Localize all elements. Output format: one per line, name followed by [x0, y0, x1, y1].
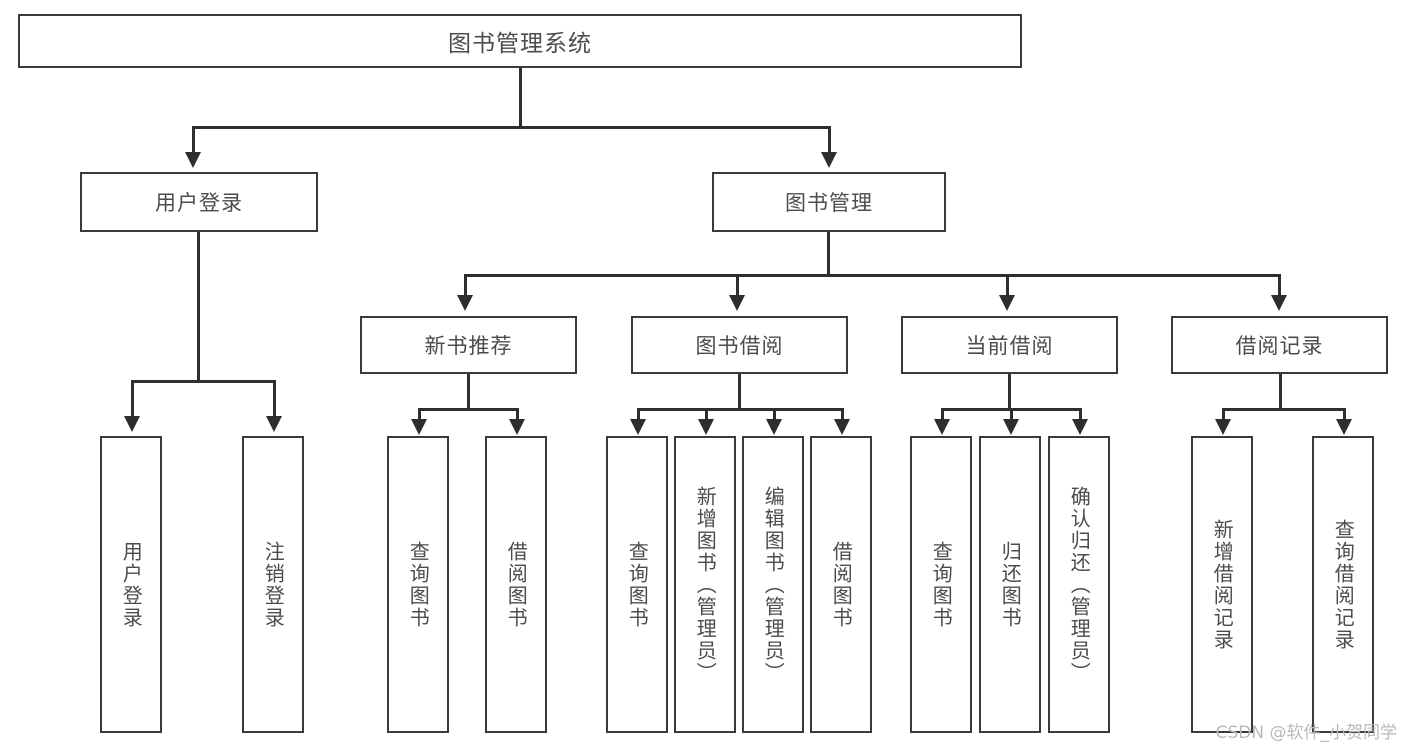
connector-to-current-borrow — [1006, 274, 1009, 298]
arrow-to-new-book-recommend — [457, 295, 473, 311]
connector-to-book-borrow — [736, 274, 739, 298]
arrow-to-leaf-return-book — [1003, 419, 1019, 435]
arrow-to-leaf-query-book-1 — [411, 419, 427, 435]
connector-borrow-record-stem — [1279, 374, 1282, 408]
node-leaf-add-book[interactable]: 新增图书（管理员） — [674, 436, 736, 733]
arrow-to-leaf-user-login — [124, 416, 140, 432]
connector-br-drop-1 — [1222, 408, 1225, 422]
connector-bb-drop-1 — [637, 408, 640, 422]
node-leaf-query-borrow-record[interactable]: 查询借阅记录 — [1312, 436, 1374, 733]
node-leaf-add-borrow-record[interactable]: 新增借阅记录 — [1191, 436, 1253, 733]
node-leaf-query-book-new-recommend[interactable]: 查询图书 — [387, 436, 449, 733]
connector-user-login-right-drop — [273, 380, 276, 420]
connector-bb-drop-4 — [841, 408, 844, 422]
node-label: 图书管理 — [785, 191, 873, 215]
node-label: 新增借阅记录 — [1210, 518, 1235, 651]
connector-nbr-drop-2 — [516, 408, 519, 422]
connector-new-book-recommend-bus — [418, 408, 519, 411]
arrow-to-leaf-add-book — [698, 419, 714, 435]
node-label: 用户登录 — [155, 191, 243, 215]
arrow-to-leaf-query-record — [1336, 419, 1352, 435]
connector-borrow-record-bus — [1222, 408, 1344, 411]
connector-book-manage-stem — [827, 232, 830, 274]
connector-to-borrow-record — [1278, 274, 1281, 298]
connector-new-book-recommend-stem — [467, 374, 470, 408]
connector-cb-drop-2 — [1010, 408, 1013, 422]
node-label: 编辑图书（管理员） — [761, 485, 786, 684]
connector-book-manage-bus — [464, 274, 1281, 277]
arrow-to-leaf-borrow-book-2 — [834, 419, 850, 435]
connector-root-bus — [192, 126, 830, 129]
arrow-root-to-book-manage — [821, 152, 837, 168]
arrow-to-borrow-record — [1271, 295, 1287, 311]
connector-cb-drop-3 — [1079, 408, 1082, 422]
node-label: 借阅图书 — [829, 540, 854, 629]
connector-root-to-user-login — [192, 126, 195, 156]
node-book-borrow[interactable]: 图书借阅 — [631, 316, 848, 374]
arrow-root-to-user-login — [185, 152, 201, 168]
connector-br-drop-2 — [1343, 408, 1346, 422]
node-borrow-record[interactable]: 借阅记录 — [1171, 316, 1388, 374]
connector-book-borrow-bus — [637, 408, 843, 411]
arrow-to-leaf-add-record — [1215, 419, 1231, 435]
node-label: 确认归还（管理员） — [1067, 485, 1092, 684]
arrow-to-leaf-query-book-2 — [630, 419, 646, 435]
node-leaf-user-logout[interactable]: 注销登录 — [242, 436, 304, 733]
node-current-borrow[interactable]: 当前借阅 — [901, 316, 1118, 374]
connector-root-stem — [519, 68, 522, 126]
arrow-to-leaf-borrow-book-1 — [509, 419, 525, 435]
connector-root-to-book-manage — [828, 126, 831, 156]
connector-bb-drop-2 — [705, 408, 708, 422]
arrow-to-leaf-confirm-return — [1072, 419, 1088, 435]
node-label: 查询借阅记录 — [1331, 518, 1356, 651]
node-label: 查询图书 — [625, 540, 650, 629]
arrow-to-leaf-edit-book — [766, 419, 782, 435]
node-label: 借阅图书 — [504, 540, 529, 629]
node-label: 查询图书 — [929, 540, 954, 629]
node-leaf-user-login[interactable]: 用户登录 — [100, 436, 162, 733]
node-label: 新增图书（管理员） — [693, 485, 718, 684]
node-label: 图书管理系统 — [448, 31, 592, 57]
arrow-to-book-borrow — [729, 295, 745, 311]
node-leaf-borrow-book-borrow[interactable]: 借阅图书 — [810, 436, 872, 733]
node-label: 当前借阅 — [965, 334, 1054, 358]
node-label: 新书推荐 — [424, 334, 513, 358]
connector-book-borrow-stem — [738, 374, 741, 408]
node-label: 借阅记录 — [1235, 334, 1324, 358]
connector-to-new-book-recommend — [464, 274, 467, 298]
node-leaf-query-book-borrow[interactable]: 查询图书 — [606, 436, 668, 733]
node-root-book-management-system[interactable]: 图书管理系统 — [18, 14, 1022, 68]
connector-cb-drop-1 — [941, 408, 944, 422]
node-label: 注销登录 — [261, 540, 286, 629]
node-new-book-recommend[interactable]: 新书推荐 — [360, 316, 577, 374]
connector-current-borrow-stem — [1008, 374, 1011, 408]
node-leaf-query-book-current[interactable]: 查询图书 — [910, 436, 972, 733]
connector-user-login-stem — [197, 232, 200, 380]
connector-user-login-left-drop — [131, 380, 134, 420]
arrow-to-leaf-query-book-3 — [934, 419, 950, 435]
connector-bb-drop-3 — [773, 408, 776, 422]
node-label: 归还图书 — [998, 540, 1023, 629]
node-user-login[interactable]: 用户登录 — [80, 172, 318, 232]
arrow-to-current-borrow — [999, 295, 1015, 311]
node-leaf-return-book[interactable]: 归还图书 — [979, 436, 1041, 733]
node-leaf-confirm-return[interactable]: 确认归还（管理员） — [1048, 436, 1110, 733]
node-leaf-borrow-book-new-recommend[interactable]: 借阅图书 — [485, 436, 547, 733]
connector-nbr-drop-1 — [418, 408, 421, 422]
node-label: 查询图书 — [406, 540, 431, 629]
node-label: 图书借阅 — [695, 334, 784, 358]
node-book-manage[interactable]: 图书管理 — [712, 172, 946, 232]
arrow-to-leaf-user-logout — [266, 416, 282, 432]
node-leaf-edit-book[interactable]: 编辑图书（管理员） — [742, 436, 804, 733]
connector-user-login-bus — [131, 380, 276, 383]
node-label: 用户登录 — [119, 540, 144, 629]
